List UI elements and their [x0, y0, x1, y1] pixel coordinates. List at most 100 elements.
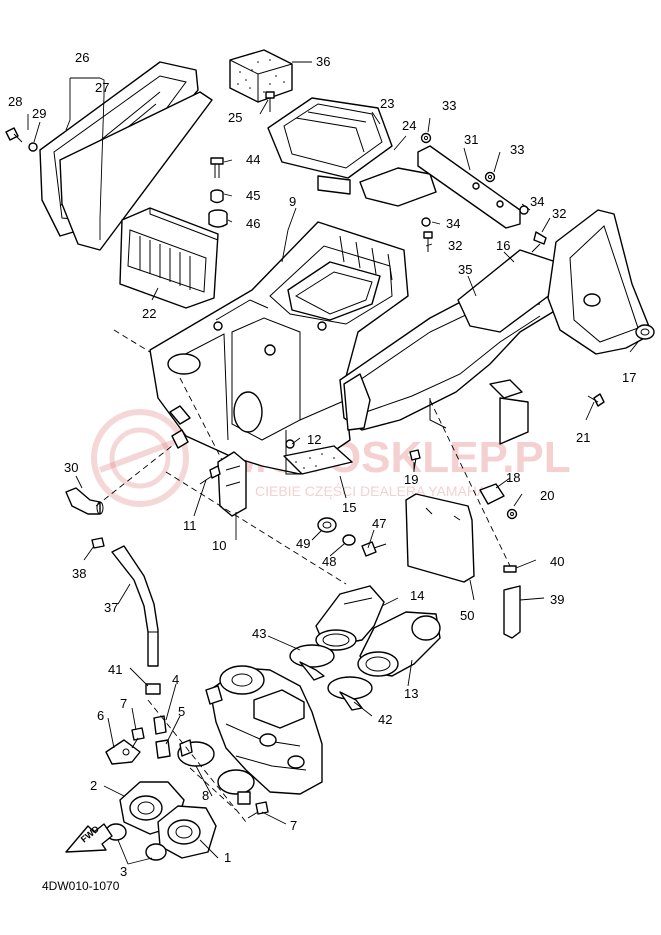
- duct-cover: [547, 209, 653, 355]
- sponge-15: [283, 445, 353, 475]
- callout-32b: 32: [552, 206, 566, 221]
- callout-37: 37: [104, 600, 118, 615]
- callout-34b: 34: [530, 194, 544, 209]
- bolt-47: [361, 541, 387, 557]
- callout-16: 16: [496, 238, 510, 253]
- clamp-43: [289, 644, 335, 681]
- washer-33b: [484, 171, 496, 183]
- bracket-31: [417, 145, 521, 229]
- leader-lines: [27, 61, 639, 865]
- clamp-8b: [217, 769, 255, 805]
- o-ring-3b: [145, 843, 167, 861]
- callout-21: 21: [576, 430, 590, 445]
- drawing-code: 4DW010-1070: [42, 879, 120, 893]
- cover-plate-50: [405, 493, 475, 583]
- callout-36: 36: [316, 54, 330, 69]
- plug-4: [153, 715, 167, 735]
- bolt-44: [210, 157, 224, 178]
- callout-12: 12: [307, 432, 321, 447]
- washer-29: [28, 142, 38, 152]
- callout-17: 17: [622, 370, 636, 385]
- air-filter-element: [119, 207, 219, 309]
- callout-41: 41: [108, 662, 122, 677]
- callout-35: 35: [458, 262, 472, 277]
- resonator-23: [267, 97, 393, 195]
- callout-19: 19: [404, 472, 418, 487]
- callout-48: 48: [322, 554, 336, 569]
- callout-43: 43: [252, 626, 266, 641]
- carburetor-assembly: [205, 665, 323, 795]
- manifold-1: [157, 805, 217, 859]
- callout-7b: 7: [290, 818, 297, 833]
- callout-4: 4: [172, 672, 179, 687]
- callout-34a: 34: [446, 216, 460, 231]
- callout-44: 44: [246, 152, 260, 167]
- callout-49: 49: [296, 536, 310, 551]
- callout-22: 22: [142, 306, 156, 321]
- plate-24: [359, 167, 437, 207]
- grommet-49: [317, 517, 337, 533]
- callout-33b: 33: [510, 142, 524, 157]
- callout-6: 6: [97, 708, 104, 723]
- washer-12: [285, 439, 295, 449]
- bolt-28: [5, 127, 23, 143]
- clip-40: [503, 565, 517, 573]
- nut-34a: [421, 217, 431, 227]
- callout-15: 15: [342, 500, 356, 515]
- screw-7a: [131, 727, 145, 749]
- callout-38: 38: [72, 566, 86, 581]
- callout-3: 3: [120, 864, 127, 879]
- callout-14: 14: [410, 588, 424, 603]
- callout-32a: 32: [448, 238, 462, 253]
- sponge-36: [229, 49, 293, 103]
- callout-labels: 1 2 3 4 5 6 7 7 8 9 10 11 12 13 14 15 16…: [8, 50, 636, 879]
- callout-33a: 33: [442, 98, 456, 113]
- callout-2: 2: [90, 778, 97, 793]
- forward-arrow-icon: FWD: [65, 823, 113, 853]
- clamp-42: [327, 676, 373, 711]
- callout-29: 29: [32, 106, 46, 121]
- tube-39: [503, 585, 521, 639]
- callout-26: 26: [75, 50, 89, 65]
- bracket-18: [479, 483, 505, 505]
- callout-10: 10: [212, 538, 226, 553]
- carb-joint-14: [315, 585, 385, 651]
- callout-25: 25: [228, 110, 242, 125]
- filter-case-cover: [39, 61, 213, 251]
- callout-20: 20: [540, 488, 554, 503]
- callout-27: 27: [95, 80, 109, 95]
- callout-13: 13: [404, 686, 418, 701]
- plug-41: [145, 683, 161, 695]
- screw-7b: [247, 801, 269, 819]
- callout-23: 23: [380, 96, 394, 111]
- watermark-logo: [91, 409, 189, 507]
- washer-33a: [420, 132, 432, 144]
- nut-20: [506, 508, 518, 520]
- collar-45: [210, 189, 224, 204]
- callout-8: 8: [202, 788, 209, 803]
- callout-31: 31: [464, 132, 478, 147]
- collar-48: [342, 534, 356, 546]
- callout-24: 24: [402, 118, 416, 133]
- bolt-32a: [423, 231, 433, 252]
- bolt-32b: [531, 231, 547, 253]
- cap-5: [155, 739, 171, 759]
- clip-38: [91, 537, 105, 549]
- callout-9: 9: [289, 194, 296, 209]
- callout-5: 5: [178, 704, 185, 719]
- joint-30: [65, 487, 104, 515]
- callout-18: 18: [506, 470, 520, 485]
- bolt-11: [199, 465, 221, 485]
- bracket-10: [217, 451, 247, 517]
- bracket-6: [105, 739, 141, 765]
- clamp-8a: [177, 739, 215, 767]
- callout-1: 1: [224, 850, 231, 865]
- callout-50: 50: [460, 608, 474, 623]
- carb-joint-13: [357, 611, 441, 677]
- callout-39: 39: [550, 592, 564, 607]
- bolt-21: [587, 393, 605, 407]
- callout-7a: 7: [120, 696, 127, 711]
- callout-40: 40: [550, 554, 564, 569]
- callout-28: 28: [8, 94, 22, 109]
